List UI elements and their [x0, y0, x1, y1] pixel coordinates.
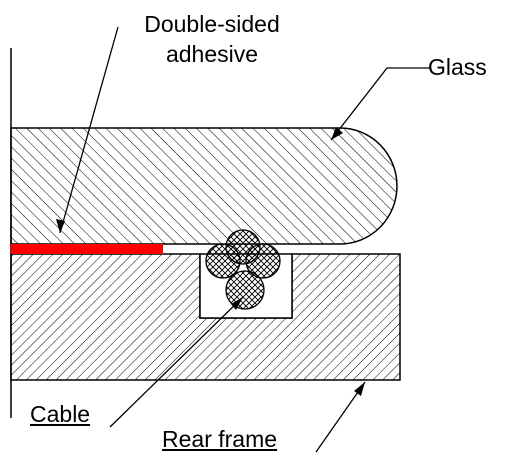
- cable-label: Cable: [30, 401, 91, 427]
- glass-panel: [10, 127, 398, 245]
- glass-arrowhead: [331, 127, 343, 140]
- adhesive-strip: [11, 244, 163, 254]
- cable-arrowhead: [231, 297, 243, 310]
- adhesive-label: Double-sided adhesive: [112, 9, 312, 69]
- adhesive-label-line2: adhesive: [165, 41, 259, 67]
- cable: [205, 229, 281, 310]
- rear-frame-arrowhead: [354, 382, 365, 396]
- cable-strand: [225, 270, 265, 310]
- glass-leader: [330, 67, 430, 141]
- glass-label: Glass: [428, 54, 487, 80]
- adhesive-leader: [59, 26, 119, 234]
- cable-leader: [109, 296, 244, 428]
- cable-strand: [225, 229, 261, 265]
- leader-lines: [56, 26, 430, 453]
- rear-frame-label: Rear frame: [162, 426, 278, 452]
- adhesive-arrowhead: [56, 219, 65, 233]
- rear-frame-leader: [315, 381, 366, 453]
- adhesive-label-line1: Double-sided: [144, 11, 280, 37]
